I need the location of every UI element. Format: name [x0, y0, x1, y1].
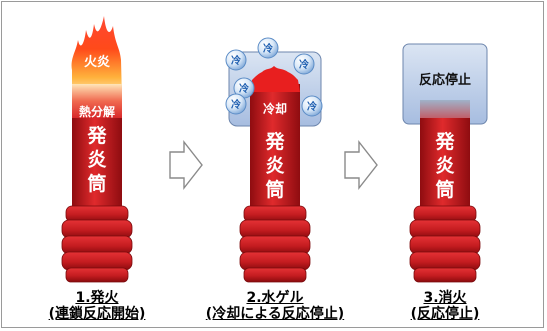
flame-shape: [71, 16, 122, 98]
svg-text:冷: 冷: [263, 42, 273, 55]
arrow-right-icon: [344, 139, 378, 191]
water-bubble: 冷: [301, 95, 323, 117]
stage-1-title: 1.発火: [75, 290, 119, 306]
flare-tube-body: [250, 84, 300, 210]
water-bubble: 冷: [293, 53, 315, 75]
cooling-label: 冷却: [263, 101, 287, 116]
pyrolysis-label: 熱分解: [79, 104, 115, 119]
water-bubble: 冷: [257, 37, 279, 59]
flare-tube-body: [420, 118, 470, 210]
stage-3-caption: 3.消火 (反応停止): [375, 290, 515, 322]
tube-label-2: 炎: [87, 149, 106, 171]
svg-text:冷: 冷: [231, 54, 241, 67]
tube-label-3: 筒: [435, 178, 454, 201]
reaction-stop-label: 反応停止: [419, 72, 471, 88]
tube-label-3: 筒: [265, 178, 284, 201]
flare-tube-base: [239, 205, 311, 283]
svg-text:冷: 冷: [299, 58, 309, 71]
small-flame: [250, 66, 300, 92]
svg-text:冷: 冷: [239, 82, 249, 95]
svg-text:冷: 冷: [231, 98, 241, 111]
pyrolysis-zone: [72, 84, 122, 118]
water-bubble: 冷: [225, 93, 247, 115]
tube-label-1: 発: [86, 124, 107, 147]
stage-3-subtitle: (反応停止): [410, 306, 480, 322]
stage-1-subtitle: (連鎖反応開始): [48, 306, 146, 322]
tube-label-1: 発: [264, 130, 285, 153]
tube-label-2: 炎: [435, 155, 454, 177]
stage-1-caption: 1.発火 (連鎖反応開始): [17, 290, 177, 322]
water-bubble: 冷: [233, 77, 255, 99]
tube-label-1: 発: [434, 130, 455, 153]
flare-tube-base: [409, 205, 481, 283]
tube-label-3: 筒: [87, 172, 106, 195]
stage-3-extinguished: 反応停止 発 炎 筒: [402, 43, 488, 283]
water-bubble: 冷: [225, 49, 247, 71]
stage-2-water-gel: 冷却 発 炎 筒 冷 冷 冷 冷 冷 冷: [225, 37, 323, 283]
svg-text:冷: 冷: [307, 100, 317, 113]
flare-tube-base: [61, 205, 133, 283]
stage-1-ignition: 火炎 熱分解 発 炎 筒: [61, 16, 133, 283]
stage-2-title: 2.水ゲル: [246, 290, 304, 306]
stage-2-subtitle: (冷却による反応停止): [205, 306, 345, 322]
arrow-right-icon: [169, 139, 203, 191]
tube-label-2: 炎: [265, 155, 284, 177]
flame-label: 火炎: [84, 54, 110, 70]
flare-tube-body: [72, 118, 122, 210]
stage-3-title: 3.消火: [423, 290, 467, 306]
stage-2-caption: 2.水ゲル (冷却による反応停止): [185, 290, 365, 322]
